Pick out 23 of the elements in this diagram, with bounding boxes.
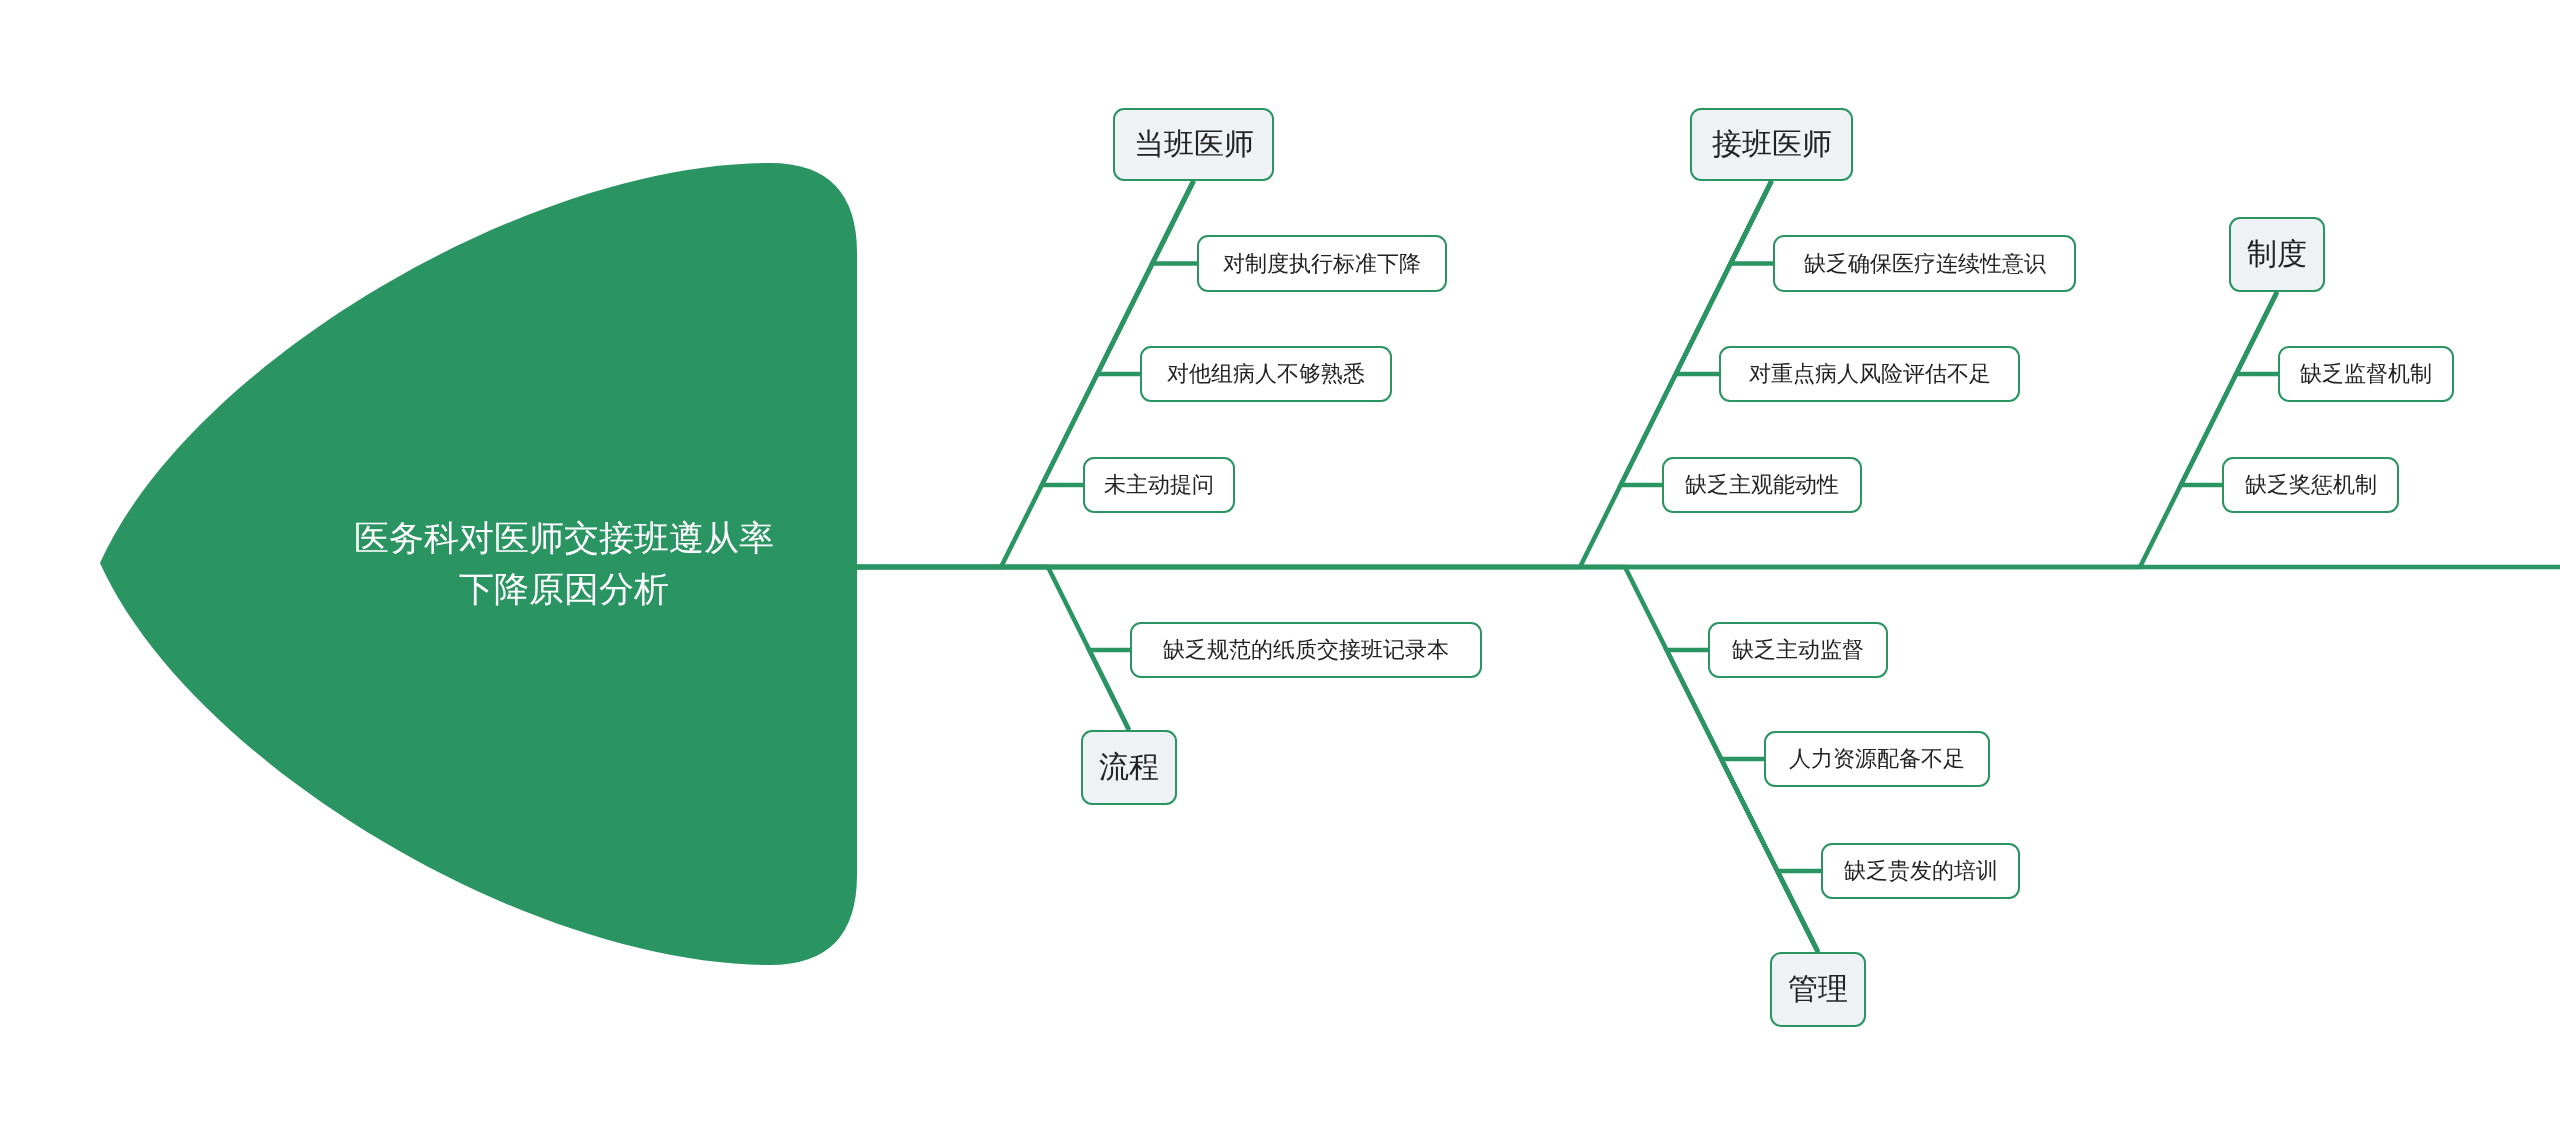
bone-line <box>1617 180 1774 488</box>
category-box: 当班医师 <box>1113 108 1274 181</box>
category-box: 管理 <box>1770 952 1866 1027</box>
cause-box: 缺乏主动监督 <box>1708 622 1888 678</box>
cause-box: 未主动提问 <box>1083 457 1235 513</box>
cause-box: 缺乏规范的纸质交接班记录本 <box>1130 622 1482 678</box>
cause-box: 缺乏奖惩机制 <box>2222 457 2399 513</box>
bone-line <box>1038 180 1196 488</box>
cause-box: 缺乏确保医疗连续性意识 <box>1773 235 2076 292</box>
cause-box: 缺乏监督机制 <box>2278 346 2454 402</box>
cause-box: 对重点病人风险评估不足 <box>1719 346 2020 402</box>
cause-box: 人力资源配备不足 <box>1764 731 1990 787</box>
category-box: 制度 <box>2229 217 2325 292</box>
category-box: 接班医师 <box>1690 108 1853 181</box>
cause-box: 对制度执行标准下降 <box>1197 235 1447 292</box>
cause-box: 缺乏主观能动性 <box>1662 457 1862 513</box>
bone-line <box>1773 868 1821 953</box>
head-label: 医务科对医师交接班遵从率下降原因分析 <box>352 517 775 611</box>
category-box: 流程 <box>1081 730 1177 805</box>
bone-line <box>1085 647 1131 731</box>
cause-box: 对他组病人不够熟悉 <box>1140 346 1392 402</box>
cause-box: 缺乏贵发的培训 <box>1821 843 2020 899</box>
bone-line <box>2177 291 2279 488</box>
